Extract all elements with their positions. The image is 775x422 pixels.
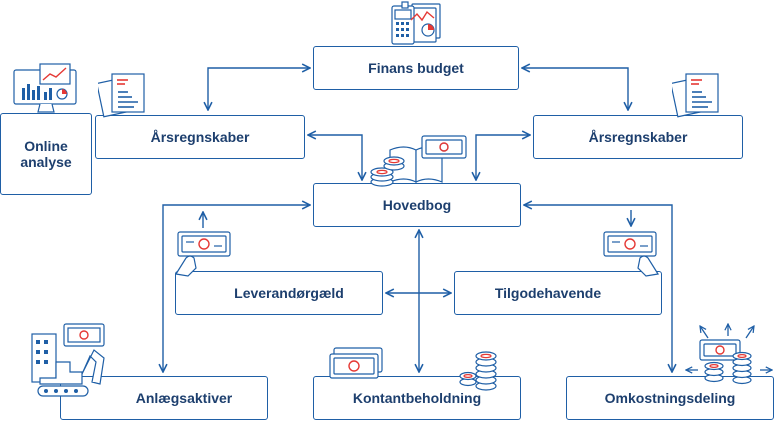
hovedbog-box: Hovedbog xyxy=(313,183,521,227)
tilgodehavende-box: Tilgodehavende xyxy=(454,271,662,315)
anlaegsaktiver-box: Anlægsaktiver xyxy=(60,376,268,420)
aarsregnskaber-right-label: Årsregnskaber xyxy=(588,129,688,145)
document-stack-icon xyxy=(98,73,145,118)
hand-banknote-icon xyxy=(603,231,659,277)
hovedbog-label: Hovedbog xyxy=(382,197,452,213)
online-analyse-label-line2: analyse xyxy=(20,154,72,170)
monitor-chart-icon xyxy=(13,63,77,113)
coins-arrows-icon xyxy=(684,322,774,385)
hand-banknote-icon xyxy=(175,231,231,277)
building-excavator-icon xyxy=(31,323,105,397)
aarsregnskaber-left-label: Årsregnskaber xyxy=(150,129,250,145)
omkostningsdeling-box: Omkostningsdeling xyxy=(566,376,774,420)
aarsregnskaber-right-box: Årsregnskaber xyxy=(533,115,743,159)
arrow-aarsregnskaber-left-to-hovedbog xyxy=(308,135,362,180)
leverandorgaeld-label: Leverandørgæld xyxy=(234,285,344,301)
leverandorgaeld-box: Leverandørgæld xyxy=(175,271,383,315)
aarsregnskaber-left-box: Årsregnskaber xyxy=(95,115,305,159)
document-stack-icon xyxy=(672,73,719,118)
banknote-coins-icon xyxy=(329,347,497,391)
anlaegsaktiver-label: Anlægsaktiver xyxy=(135,390,233,406)
arrow-budget-to-aarsregnskaber-left xyxy=(208,68,310,110)
online-analyse-box: Online analyse xyxy=(0,113,92,195)
omkostningsdeling-label: Omkostningsdeling xyxy=(604,390,736,406)
calculator-chart-icon xyxy=(391,1,441,45)
arrow-anlaegsaktiver-to-hovedbog xyxy=(163,205,310,372)
finans-budget-box: Finans budget xyxy=(313,46,519,90)
ledger-book-coins-icon xyxy=(370,135,467,187)
arrow-budget-to-aarsregnskaber-right xyxy=(522,68,628,110)
online-analyse-label-line1: Online xyxy=(24,138,68,154)
kontantbeholdning-label: Kontantbeholdning xyxy=(352,390,482,406)
arrow-aarsregnskaber-right-to-hovedbog xyxy=(476,135,530,180)
finans-budget-label: Finans budget xyxy=(368,60,464,76)
arrow-omkostningsdeling-to-hovedbog xyxy=(524,205,672,372)
tilgodehavende-label: Tilgodehavende xyxy=(494,285,602,301)
